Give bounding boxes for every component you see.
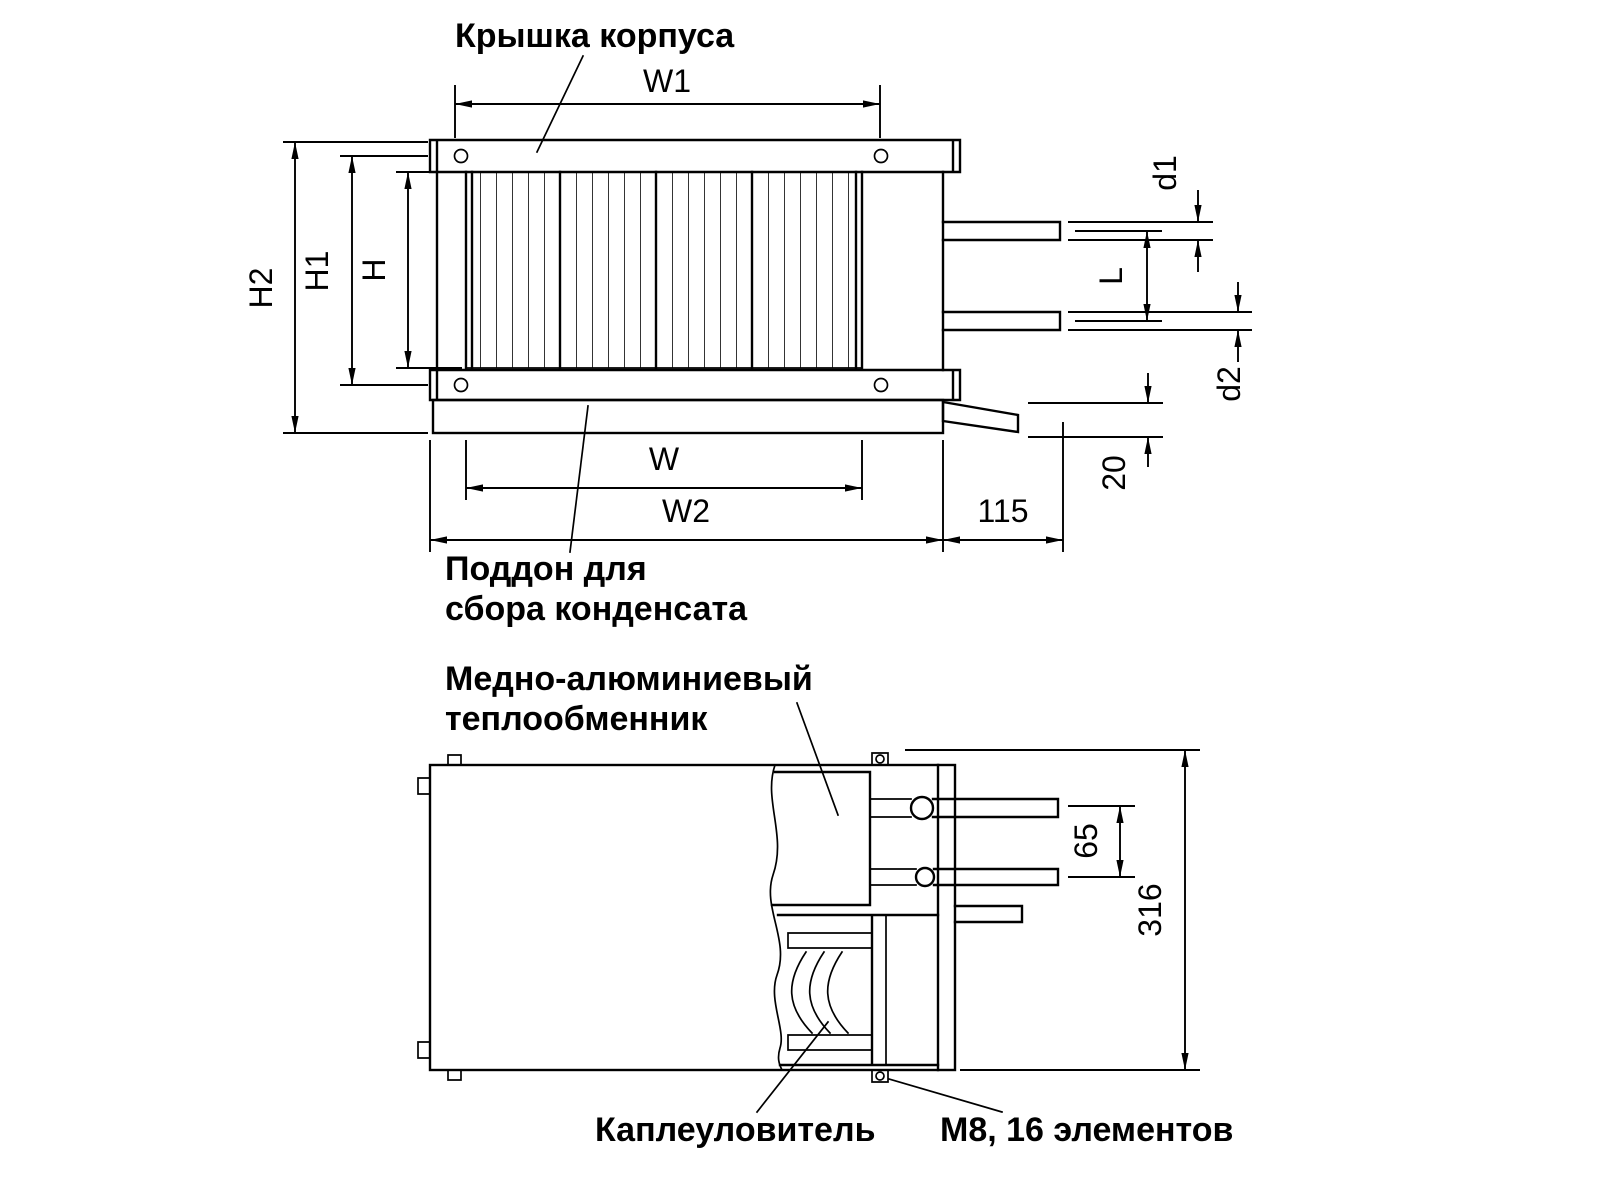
- bolt-head-icon: [875, 754, 885, 764]
- break-line: [769, 763, 784, 1072]
- housing-cover: [428, 138, 962, 174]
- dimension-d1: d1: [1068, 155, 1213, 272]
- drain-dimension-label: 20: [1096, 455, 1132, 491]
- droplet-eliminator: [776, 913, 940, 1067]
- hx-block: [770, 770, 872, 907]
- eliminator-frame: [776, 913, 940, 1067]
- dimension-w: W: [465, 440, 863, 500]
- bolt-head-icon: [875, 1071, 885, 1081]
- condensate-tray: [431, 398, 945, 435]
- tray-leader-line: [569, 405, 589, 553]
- w1-extension-lines: [454, 85, 881, 138]
- flange-hole-icon: [453, 377, 469, 393]
- h2-dimension-label: H2: [243, 268, 279, 309]
- flange-hole-icon: [873, 377, 889, 393]
- eliminator-vanes: [790, 950, 850, 1035]
- d2-dimension-label: d2: [1211, 366, 1247, 402]
- pipe-bend: [909, 795, 935, 821]
- top-flange-outline: [428, 138, 962, 174]
- hx-label-line1: Медно-алюминиевый: [445, 660, 813, 698]
- front-view: Крышка корпуса Поддон для сбора конденса…: [243, 17, 1252, 628]
- hx-leader-line: [795, 701, 840, 817]
- dim316-dimension-label: 316: [1132, 883, 1168, 936]
- fin-edges: [465, 171, 863, 369]
- housing-outline: [428, 763, 957, 1072]
- dimension-drain-20: 20: [1028, 373, 1163, 491]
- dim65-extension-lines: [1068, 805, 1135, 878]
- pipes-top-view: [931, 797, 1060, 924]
- tray-label-line2: сбора конденсата: [445, 590, 748, 628]
- tray-label-line1: Поддон для: [445, 550, 647, 588]
- dimension-65: 65: [1068, 805, 1135, 878]
- eliminator-label: Каплеуловитель: [595, 1111, 875, 1149]
- dimension-w2: W2: [429, 440, 944, 552]
- h-dimension-label: H: [356, 258, 392, 281]
- bolts-label: М8, 16 элементов: [940, 1111, 1233, 1149]
- d2-extension-lines: [1068, 311, 1252, 331]
- drain-pipe: [941, 400, 1020, 434]
- h-extension-lines: [396, 171, 462, 369]
- finned-section: [464, 170, 864, 370]
- eliminator-callout: Каплеуловитель: [595, 1020, 875, 1149]
- top-view: Медно-алюминиевый теплообменник 65: [417, 660, 1233, 1149]
- flange-hole-icon: [453, 148, 469, 164]
- l-dimension-label: L: [1093, 267, 1129, 285]
- dimension-l: L: [1075, 230, 1162, 322]
- dim115-dimension-label: 115: [977, 493, 1028, 529]
- h2-extension-lines: [283, 141, 428, 434]
- dimension-h1: H1: [299, 155, 428, 386]
- bottom-flange-outline: [428, 368, 962, 402]
- dim65-dimension-label: 65: [1068, 823, 1104, 859]
- drain-extension-lines: [1028, 402, 1163, 438]
- cover-label: Крышка корпуса: [455, 17, 735, 55]
- flange-hole-icon: [873, 148, 889, 164]
- d1-extension-lines: [1068, 221, 1213, 241]
- dimension-115: 115: [943, 422, 1064, 552]
- connection-pipes: [941, 220, 1062, 332]
- fin-pattern: [472, 172, 856, 368]
- dimension-w1: W1: [454, 63, 881, 138]
- dim316-extension-lines: [905, 749, 1200, 1071]
- pipe-bend: [914, 866, 936, 888]
- d1-dimension-label: d1: [1147, 155, 1183, 191]
- dimension-h: H: [356, 171, 462, 369]
- mounting-tabs: [417, 752, 889, 1083]
- bolts-leader-line: [887, 1077, 1004, 1114]
- body-sides: [435, 170, 945, 372]
- dimension-h2: H2: [243, 141, 428, 434]
- hx-label-line2: теплообменник: [445, 700, 708, 738]
- dimension-d2: d2: [1068, 282, 1252, 402]
- w2-extension-lines: [429, 440, 944, 552]
- bolts-callout: М8, 16 элементов: [887, 1077, 1233, 1149]
- eliminator-leader-line: [755, 1020, 830, 1114]
- dimension-316: 316: [905, 749, 1200, 1071]
- fin-borders: [464, 170, 864, 370]
- w-dimension-label: W: [649, 441, 680, 477]
- bottom-flange: [428, 368, 962, 402]
- w1-dimension-label: W1: [643, 63, 691, 99]
- h1-dimension-label: H1: [299, 251, 335, 292]
- cover-callout: Крышка корпуса: [455, 17, 735, 154]
- w2-dimension-label: W2: [662, 493, 710, 529]
- hx-connectors: [869, 798, 917, 886]
- tray-callout: Поддон для сбора конденсата: [445, 405, 748, 628]
- eliminator-bars: [787, 932, 873, 1051]
- hx-callout: Медно-алюминиевый теплообменник: [445, 660, 840, 817]
